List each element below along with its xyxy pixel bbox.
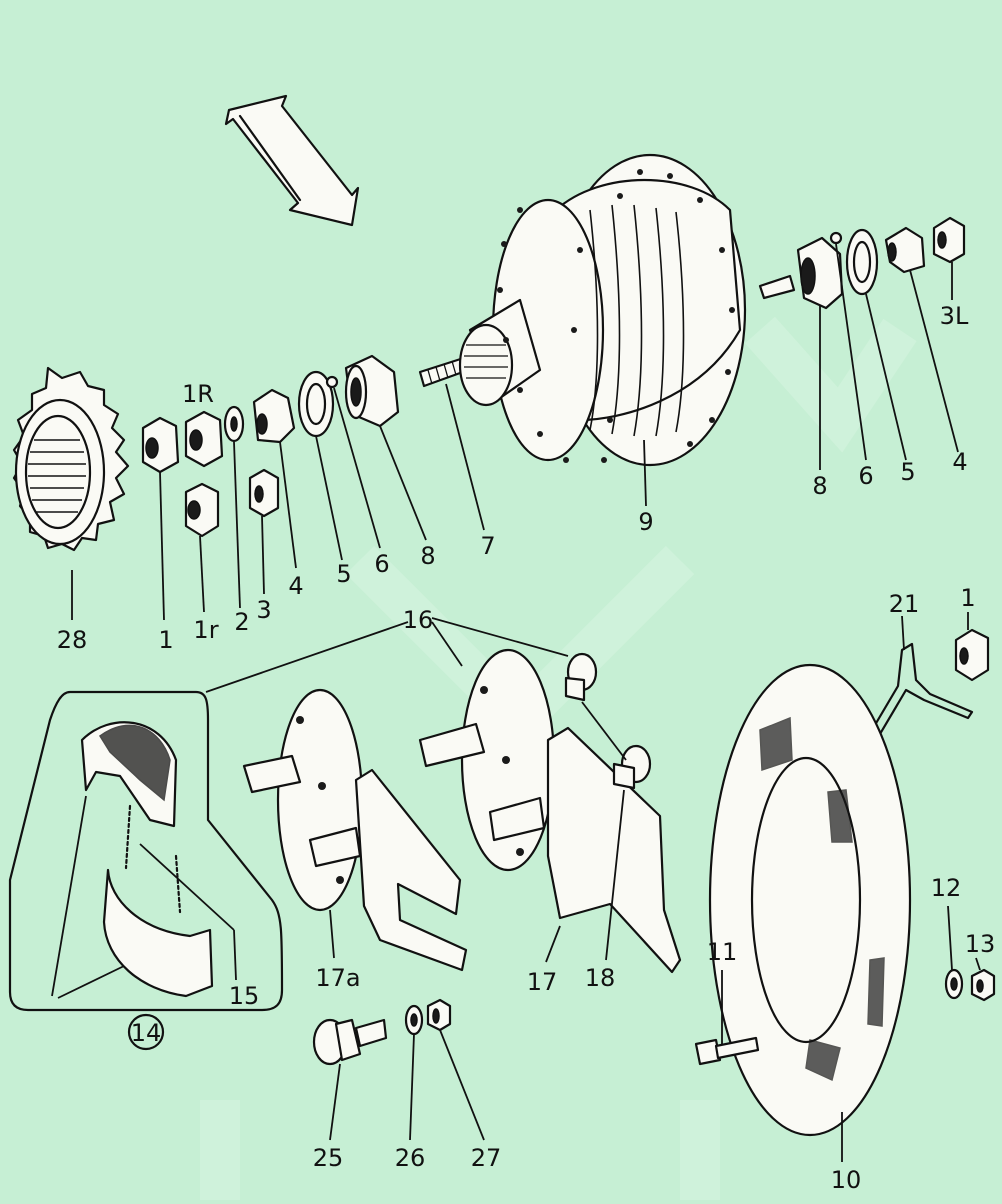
label-8b: 8 <box>812 472 827 500</box>
label-18: 18 <box>585 964 616 992</box>
label-1R: 1R <box>182 380 214 408</box>
part-11-bolt <box>694 1036 760 1066</box>
label-3L: 3L <box>940 302 969 330</box>
part-1r-nut <box>184 482 220 538</box>
part-4-cone <box>252 388 296 444</box>
part-1-nut <box>141 416 180 474</box>
label-3: 3 <box>256 596 271 624</box>
label-21: 21 <box>889 590 920 618</box>
part-1R-nut <box>184 410 224 468</box>
part-12-washer <box>944 968 964 1000</box>
part-1b-nut <box>954 628 990 682</box>
label-6: 6 <box>374 550 389 578</box>
label-14: 14 <box>131 1019 162 1047</box>
label-5: 5 <box>336 560 351 588</box>
part-3-nut <box>248 468 280 518</box>
label-17a: 17a <box>315 964 360 992</box>
part-16-pin <box>564 652 598 702</box>
label-11: 11 <box>707 938 738 966</box>
part-2-washer <box>223 405 245 443</box>
part-13-nut <box>970 968 996 1002</box>
label-10: 10 <box>831 1166 862 1194</box>
part-17a-brake-plate <box>242 688 468 972</box>
label-17: 17 <box>527 968 558 996</box>
label-26: 26 <box>395 1144 426 1172</box>
label-25: 25 <box>313 1144 344 1172</box>
label-2: 2 <box>234 608 249 636</box>
part-3L-nut <box>932 216 966 264</box>
label-13: 13 <box>965 930 996 958</box>
part-6b-ball <box>829 231 843 245</box>
part-8b-bearing-cup <box>796 236 844 310</box>
part-labels: 28 1 1R 1r 2 3 4 5 6 8 7 9 8 6 5 4 3L 16… <box>57 302 996 1194</box>
label-7: 7 <box>480 532 495 560</box>
label-1r: 1r <box>193 616 218 644</box>
label-1b: 1 <box>960 584 975 612</box>
label-5b: 5 <box>900 458 915 486</box>
label-8: 8 <box>420 542 435 570</box>
part-27-nut <box>426 998 452 1032</box>
part-25-bolt <box>312 1018 388 1066</box>
label-9: 9 <box>638 508 653 536</box>
label-28: 28 <box>57 626 88 654</box>
label-4: 4 <box>288 572 303 600</box>
part-18-pin <box>612 744 652 790</box>
label-15: 15 <box>229 982 260 1010</box>
part-6-ball <box>325 375 339 389</box>
part-14-brake-shoe-box <box>8 690 284 1012</box>
part-10-rear-sprocket <box>708 663 912 1137</box>
label-1: 1 <box>158 626 173 654</box>
part-4b-cone <box>884 226 926 274</box>
label-27: 27 <box>471 1144 502 1172</box>
double-arrow-icon <box>224 94 360 227</box>
label-16: 16 <box>403 606 434 634</box>
part-9-hub <box>458 153 747 467</box>
leader-lines <box>51 243 981 1162</box>
label-6b: 6 <box>858 462 873 490</box>
label-12: 12 <box>931 874 962 902</box>
part-28-sprocket <box>12 366 130 552</box>
part-26-washer <box>404 1004 424 1036</box>
part-21-spring-clip <box>870 642 974 736</box>
label-14-circle <box>127 1013 165 1051</box>
part-8-bearing-cup <box>344 354 400 428</box>
label-4b: 4 <box>952 448 967 476</box>
part-5b-washer <box>845 228 879 296</box>
